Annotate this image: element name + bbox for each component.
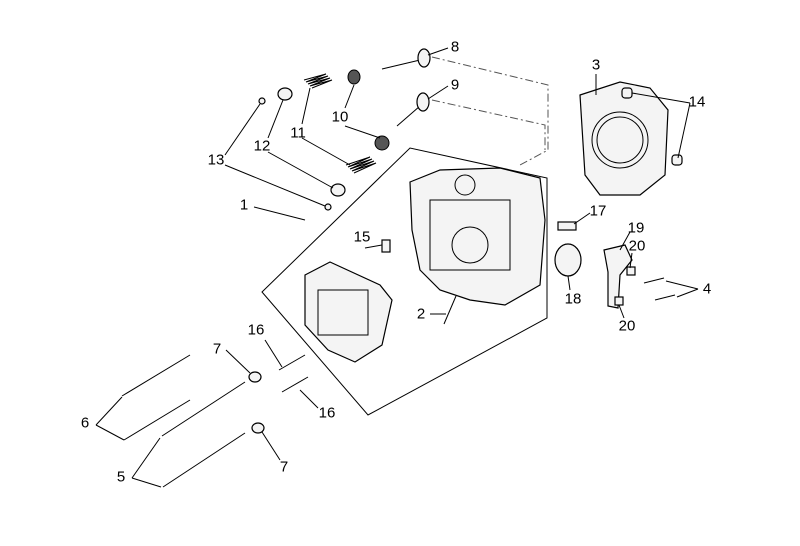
callout-13: 13 [207,151,225,169]
callout-10: 10 [331,108,349,126]
spring-cap-upper [277,87,293,101]
spring-upper [303,73,333,89]
callout-5: 5 [116,468,126,486]
screw-16-upper [278,354,306,371]
callout-8: 8 [450,38,460,56]
callout-9: 9 [450,76,460,94]
callout-16-lower: 16 [318,404,336,422]
callout-19: 19 [627,219,645,237]
callout-14: 14 [688,93,706,111]
thermostat [554,243,582,277]
washer-7-upper [248,371,262,383]
valve-seal-lower [374,135,390,151]
valve-cotter-upper [258,97,266,105]
callout-4: 4 [702,280,712,298]
dowel-lower [671,154,683,166]
camshaft-holder [304,261,393,363]
stud-6-lower [123,399,191,441]
temperature-sensor [557,221,577,231]
screw-4-upper [643,277,665,284]
valve-cotter-lower [324,203,332,211]
spring-cap-lower [330,183,346,197]
callout-3: 3 [591,56,601,74]
water-outlet [603,244,633,309]
screw-16-lower [281,376,309,393]
callout-16-upper: 16 [247,321,265,339]
stud-6-upper [121,354,191,397]
valve-8 [381,48,431,70]
dowel-15 [381,239,391,253]
assembly-outline [261,147,548,416]
callout-12: 12 [253,137,271,155]
callout-15: 15 [353,228,371,246]
callout-2: 2 [416,305,426,323]
callout-11: 11 [290,124,306,142]
stud-5-lower [162,432,246,488]
callout-7-upper: 7 [212,340,222,358]
head-gasket [579,81,669,196]
callout-17: 17 [589,202,607,220]
callout-20-lower: 20 [618,317,636,335]
callout-1: 1 [239,196,249,214]
callout-20-upper: 20 [628,237,646,255]
pin-2 [443,295,457,325]
leader-lines [95,47,699,488]
washer-20-upper [626,266,636,276]
valve-9 [396,92,430,127]
callout-7-lower: 7 [279,458,289,476]
washer-7-lower [251,422,265,434]
screw-4-lower [654,294,676,301]
cylinder-head [409,167,546,306]
spring-lower [345,156,377,174]
dowel-upper [621,87,633,99]
callout-18: 18 [564,290,582,308]
callout-6: 6 [80,414,90,432]
valve-seal-upper [347,69,361,85]
stud-5-upper [161,381,246,437]
washer-20-lower [614,296,624,306]
